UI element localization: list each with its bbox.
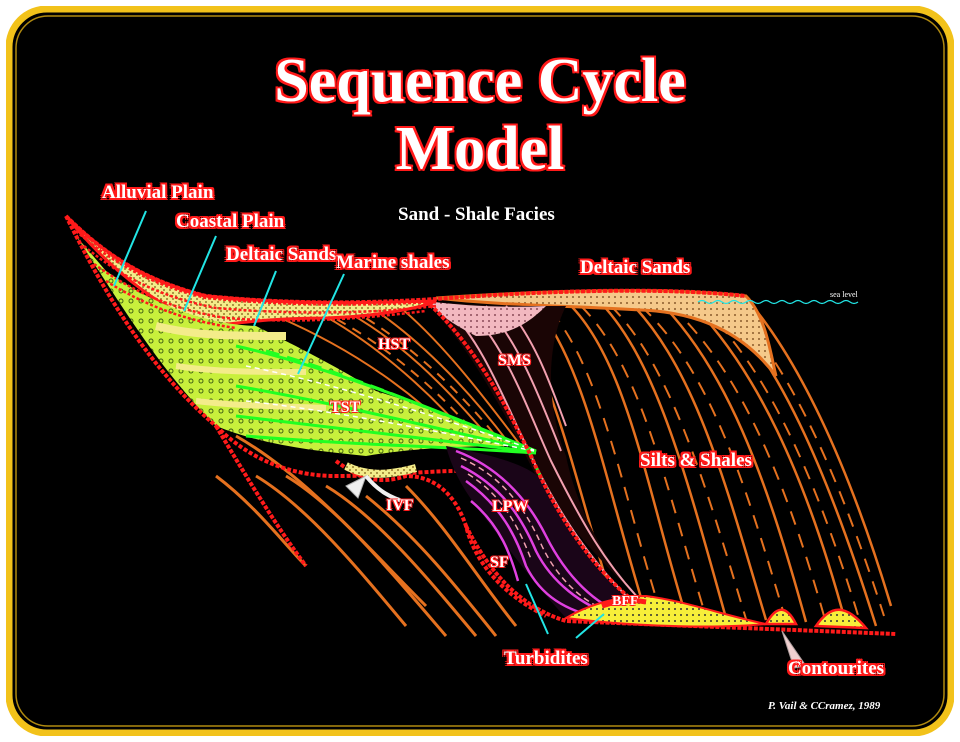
slide-frame: Sequence Cycle Model Sand - Shale Facies…	[6, 6, 954, 736]
lpw-lines	[455, 449, 627, 620]
diagram-canvas	[6, 6, 954, 736]
contourite-mound-2	[813, 608, 869, 630]
label-sf: SF	[490, 554, 509, 571]
label-marine-shales: Marine shales	[336, 252, 450, 273]
credit-text: P. Vail & CCramez, 1989	[768, 700, 881, 712]
title-line-1: Sequence Cycle	[273, 47, 688, 115]
label-alluvial-plain: Alluvial Plain	[102, 182, 214, 203]
green-wedge	[76, 236, 526, 456]
sequence-boundaries	[64, 214, 897, 636]
label-bff: BFF	[612, 594, 639, 609]
ivf-arrow-icon	[345, 474, 367, 499]
label-deltaic-sands-right: Deltaic Sands	[580, 257, 691, 278]
label-sms: SMS	[498, 352, 531, 369]
leader-lines	[113, 210, 605, 639]
label-turbidites: Turbidites	[504, 648, 588, 669]
label-hst: HST	[378, 336, 411, 353]
sea-level-line	[697, 299, 859, 305]
subtitle: Sand - Shale Facies	[398, 204, 555, 225]
label-tst: TST	[330, 399, 361, 416]
label-lpw: LPW	[492, 498, 529, 515]
label-ivf: IVF	[386, 497, 414, 514]
title-line-2: Model	[394, 115, 566, 183]
label-sea-level: sea level	[830, 290, 858, 299]
label-contourites: Contourites	[788, 658, 885, 679]
label-coastal-plain: Coastal Plain	[176, 211, 285, 232]
label-deltaic-sands-left: Deltaic Sands	[226, 244, 337, 265]
label-silts-shales: Silts & Shales	[640, 450, 752, 471]
contourite-mound-1	[763, 608, 799, 626]
contourites-arrow-icon	[781, 630, 807, 669]
